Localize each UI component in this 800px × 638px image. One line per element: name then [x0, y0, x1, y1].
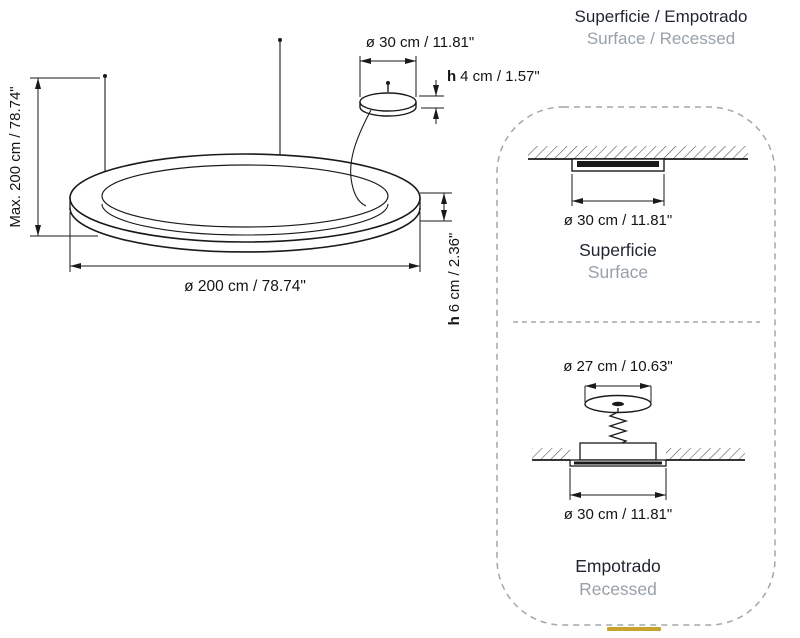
recessed-trim-diameter-label: ø 30 cm / 11.81"	[564, 506, 672, 523]
dim-recessed-trim: ø 30 cm / 11.81"	[564, 468, 672, 523]
recessed-mount-section: ø 27 cm / 10.63"	[532, 358, 745, 599]
title-block: Superficie / Empotrado Surface / Recesse…	[575, 7, 748, 48]
recessed-label-es: Empotrado	[575, 556, 661, 576]
dim-max-height: Max. 200 cm / 78.74"	[7, 77, 100, 237]
dim-ring-diameter: ø 200 cm / 78.74"	[69, 212, 421, 295]
recessed-hole-diameter-label: ø 27 cm / 10.63"	[563, 358, 673, 375]
surface-ceiling-cross-section	[528, 146, 748, 172]
surface-mount-section: ø 30 cm / 11.81" Superficie Surface	[528, 146, 748, 282]
title-primary: Superficie / Empotrado	[575, 7, 748, 26]
dim-surface-diameter: ø 30 cm / 11.81"	[564, 174, 672, 229]
ring-body	[69, 153, 421, 253]
canopy	[359, 81, 417, 117]
dim-recessed-hole	[584, 383, 652, 402]
ring-diameter-label: ø 200 cm / 78.74"	[184, 278, 306, 295]
mounting-panel: ø 30 cm / 11.81" Superficie Surface ø 27…	[496, 106, 776, 631]
panel-dashed-border	[496, 106, 776, 626]
surface-label-es: Superficie	[579, 240, 657, 260]
suspension-cables	[103, 38, 372, 207]
recessed-label-en: Recessed	[579, 579, 657, 599]
ring-height-label: h6 cm / 2.36"	[446, 233, 463, 326]
surface-diameter-label: ø 30 cm / 11.81"	[564, 212, 672, 229]
recessed-housing-drawing	[532, 394, 745, 467]
dim-canopy-diameter: ø 30 cm / 11.81"	[359, 34, 474, 97]
surface-label-en: Surface	[588, 262, 648, 282]
title-secondary: Surface / Recessed	[587, 29, 735, 48]
brand-accent-bar	[607, 627, 661, 631]
dim-ring-height: h6 cm / 2.36"	[420, 192, 463, 326]
canopy-diameter-label: ø 30 cm / 11.81"	[366, 34, 474, 51]
max-height-label: Max. 200 cm / 78.74"	[7, 86, 24, 227]
